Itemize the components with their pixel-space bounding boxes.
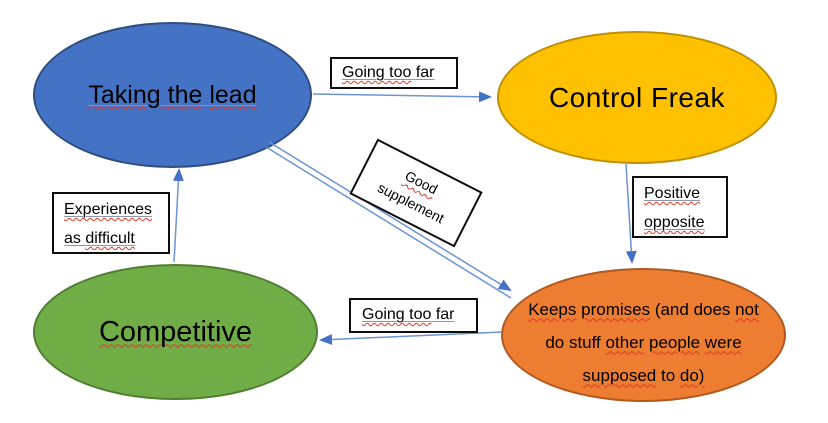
node-keeps-promises-line-3: supposed to do) <box>583 359 705 392</box>
text-segment: Experiences <box>64 201 153 218</box>
text-segment: promises <box>581 299 651 319</box>
text-segment: do) <box>679 365 705 385</box>
text-segment: as <box>64 230 86 247</box>
connector-taking-lead-to-keeps-promises-parallel[interactable] <box>265 146 512 299</box>
text-segment: Going too <box>362 306 432 323</box>
edge-label-text: Positive <box>644 179 726 208</box>
edge-label-text: Going too far <box>362 300 476 330</box>
text-segment: were <box>704 332 742 352</box>
text-segment: far <box>411 64 435 81</box>
edge-label-going-too-far-top[interactable]: Going too far <box>330 57 458 89</box>
node-competitive-label: Competitive <box>99 316 252 349</box>
connector-keeps-promises-to-competitive[interactable] <box>319 331 503 346</box>
node-control-freak[interactable]: Control Freak <box>497 31 777 164</box>
edge-label-experiences-as-difficult[interactable]: Experiences as difficult <box>52 192 170 254</box>
text-segment: Competitive <box>98 315 253 348</box>
text-segment: opposite <box>644 214 705 231</box>
text-segment: do stuff <box>545 332 606 352</box>
text-segment: Positive <box>644 185 701 202</box>
text-segment: Keeps <box>528 299 577 319</box>
node-competitive[interactable]: Competitive <box>33 264 318 400</box>
edge-label-text: opposite <box>644 208 726 237</box>
node-control-freak-label: Control Freak <box>549 82 725 114</box>
connector-competitive-to-taking-lead[interactable] <box>172 168 184 263</box>
edge-label-text: as difficult <box>64 224 168 253</box>
connector-control-freak-to-keeps-promises[interactable] <box>625 163 637 264</box>
edge-label-text: Going too far <box>342 59 456 86</box>
text-segment: (and does <box>650 299 736 319</box>
text-segment: supposed <box>582 365 657 385</box>
node-keeps-promises-line-1: Keeps promises (and does not <box>528 293 759 326</box>
node-keeps-promises[interactable]: Keeps promises (and does not do stuff ot… <box>501 268 786 402</box>
text-segment: Going too <box>342 64 412 81</box>
node-taking-the-lead[interactable]: Taking the lead <box>33 22 312 168</box>
text-segment: Taking the <box>88 80 203 109</box>
connector-taking-lead-to-control-freak[interactable] <box>312 91 492 103</box>
text-segment: Control Freak <box>548 81 726 113</box>
text-segment: other <box>605 332 645 352</box>
edge-label-text: Experiences <box>64 195 168 224</box>
text-segment: difficult <box>85 230 135 247</box>
text-segment: not <box>735 299 759 319</box>
text-segment: far <box>431 306 455 323</box>
text-segment: people <box>649 332 701 352</box>
text-segment: lead <box>209 80 257 109</box>
edge-label-going-too-far-bottom[interactable]: Going too far <box>349 298 478 333</box>
node-taking-the-lead-label: Taking the lead <box>88 81 256 110</box>
connector-taking-lead-to-keeps-promises[interactable] <box>268 141 512 292</box>
text-segment: to <box>656 365 680 385</box>
edge-label-positive-opposite[interactable]: Positive opposite <box>632 176 728 238</box>
node-keeps-promises-line-2: do stuff other people were <box>545 326 741 359</box>
